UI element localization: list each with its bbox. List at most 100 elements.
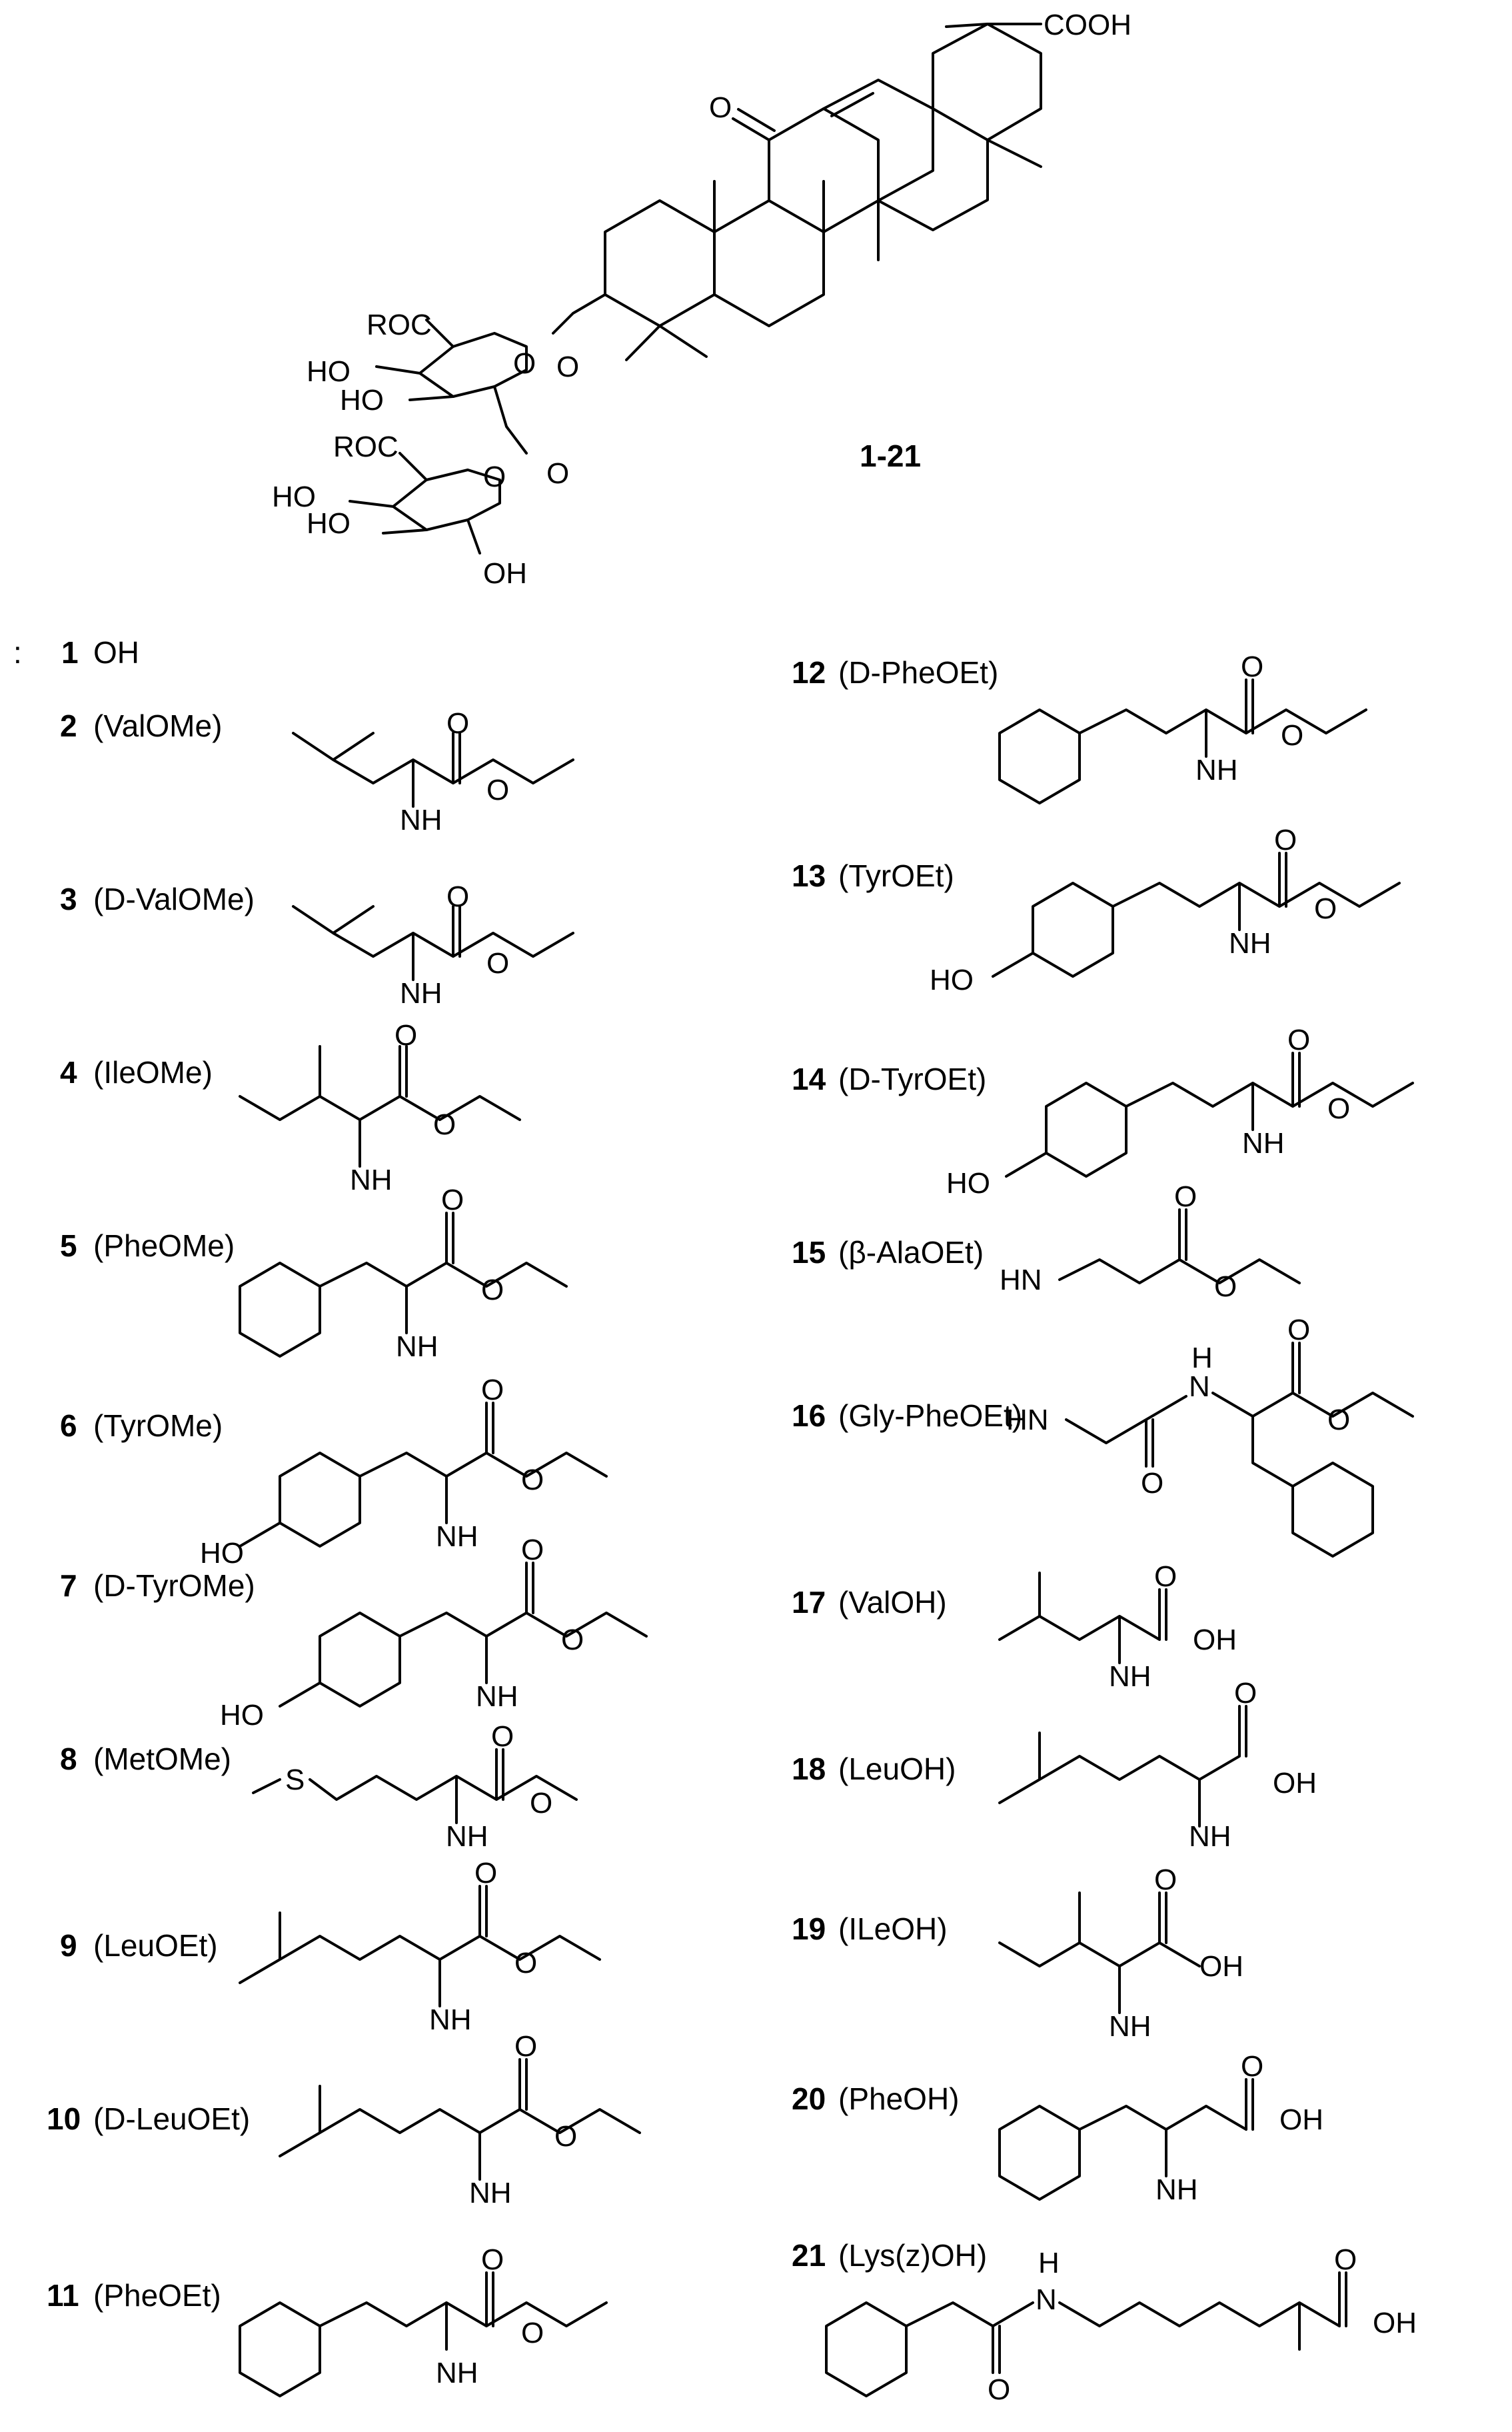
atom-nh: NH	[476, 1680, 518, 1713]
compound-1: 1 OH	[61, 635, 139, 670]
compound-number: 15	[792, 1235, 826, 1270]
compound-13: 13 (TyrOEt) O O NH HO	[792, 824, 1401, 996]
atom-h: H	[1038, 2247, 1060, 2279]
compound-17: 17 (ValOH) O OH NH	[792, 1560, 1237, 1693]
atom-o: O	[481, 1374, 504, 1406]
compound-name: (D-PheOEt)	[838, 655, 998, 690]
compound-number: 14	[792, 1062, 826, 1096]
atom-o: O	[481, 2243, 504, 2276]
atom-o: O	[446, 707, 469, 740]
compound-19: 19 (ILeOH) O OH NH	[792, 1863, 1243, 2043]
glycoside-o-label: O	[556, 351, 579, 383]
compound-name: (IleOMe)	[93, 1055, 213, 1090]
atom-ho: HO	[946, 1167, 990, 1200]
compound-name: (TyrOMe)	[93, 1408, 223, 1443]
compound-name: (ILeOH)	[838, 1911, 948, 1946]
cooh-label: COOH	[1044, 9, 1132, 41]
atom-o: O	[1327, 1404, 1350, 1436]
ring-o-lower-label: O	[483, 461, 506, 493]
compound-15: 15 (β-AlaOEt) O O HN	[792, 1180, 1301, 1303]
compound-name: (Gly-PheOEt)	[838, 1398, 1022, 1433]
ho-upper-1-label: HO	[307, 355, 351, 388]
compound-11: 11 (PheOEt) O O NH	[47, 2243, 608, 2397]
atom-o: O	[1241, 650, 1263, 683]
atom-o: O	[1327, 1092, 1350, 1125]
compound-name: (β-AlaOEt)	[838, 1235, 984, 1270]
compound-number: 3	[60, 882, 77, 916]
compound-number: 17	[792, 1585, 826, 1620]
compound-7: 7 (D-TyrOMe) O O NH HO	[60, 1534, 648, 1732]
ring-o-upper-label: O	[513, 347, 536, 380]
atom-n: N	[1189, 1370, 1210, 1403]
compound-4: 4 (IleOMe) O O NH	[60, 1019, 521, 1196]
compound-10: 10 (D-LeuOEt) O O NH	[47, 2030, 641, 2209]
compound-number: 18	[792, 1752, 826, 1786]
atom-nh: NH	[1189, 1820, 1231, 1853]
compound-20: 20 (PheOH) O OH NH	[792, 2050, 1323, 2206]
compound-number: 1	[61, 635, 79, 670]
atom-o: O	[433, 1108, 456, 1141]
compound-name: (D-LeuOEt)	[93, 2101, 250, 2136]
roc-upper-label: ROC	[367, 309, 432, 341]
atom-nh: NH	[1109, 1660, 1151, 1693]
compound-name: (PheOMe)	[93, 1228, 235, 1263]
atom-nh: NH	[1155, 2173, 1198, 2206]
compound-number: 20	[792, 2081, 826, 2116]
atom-o: O	[1334, 2243, 1357, 2276]
atom-n: N	[1036, 2283, 1057, 2316]
compound-2: 2 (ValOMe) O O NH	[60, 707, 574, 836]
ho-lower-2-label: HO	[307, 507, 351, 540]
compound-6: 6 (TyrOMe) O O NH HO	[60, 1374, 608, 1570]
atom-o: O	[561, 1624, 584, 1656]
atom-ho: HO	[220, 1699, 264, 1732]
atom-o: O	[1314, 892, 1337, 925]
atom-nh: NH	[350, 1164, 392, 1196]
compound-3: 3 (D-ValOMe) O O NH	[60, 880, 574, 1010]
compound-number: 6	[60, 1408, 77, 1443]
atom-o: O	[486, 774, 509, 806]
compound-18: 18 (LeuOH) O OH NH	[792, 1677, 1317, 1853]
ketone-o-label: O	[709, 91, 732, 124]
atom-o: O	[1154, 1560, 1177, 1593]
atom-oh: OH	[1279, 2103, 1323, 2136]
compound-name: (D-ValOMe)	[93, 882, 255, 916]
compound-name: (MetOMe)	[93, 1742, 231, 1776]
compound-number: 7	[60, 1568, 77, 1603]
atom-o: O	[481, 1274, 504, 1306]
atom-o: O	[1154, 1863, 1177, 1896]
colon-mark: :	[13, 635, 22, 670]
atom-o: O	[1241, 2050, 1263, 2083]
compound-name: (PheOEt)	[93, 2278, 221, 2313]
compound-name: OH	[93, 635, 139, 670]
atom-o: O	[446, 880, 469, 913]
ho-lower-1-label: HO	[272, 481, 316, 513]
compound-number: 5	[60, 1228, 77, 1263]
compound-number: 21	[792, 2238, 826, 2273]
atom-nh: NH	[396, 1330, 438, 1363]
compound-number: 2	[60, 708, 77, 743]
atom-nh: NH	[469, 2177, 512, 2209]
atom-o: O	[394, 1019, 417, 1052]
compound-21: 21 (Lys(z)OH) H N O O OH	[792, 2238, 1417, 2406]
atom-nh: NH	[436, 2357, 478, 2389]
atom-oh: OH	[1193, 1624, 1237, 1656]
atom-oh: OH	[1273, 1767, 1317, 1800]
atom-o: O	[1274, 824, 1297, 856]
compound-name: (Lys(z)OH)	[838, 2238, 987, 2273]
atom-nh: NH	[446, 1820, 488, 1853]
atom-o: O	[988, 2373, 1010, 2406]
atom-o: O	[1214, 1270, 1237, 1303]
compound-name: (D-TyrOEt)	[838, 1062, 986, 1096]
compound-8: 8 (MetOMe) S O O NH	[60, 1720, 578, 1853]
compound-name: (LeuOH)	[838, 1752, 956, 1786]
atom-nh: NH	[1242, 1127, 1285, 1160]
compound-name: (LeuOEt)	[93, 1928, 218, 1963]
compound-number: 13	[792, 858, 826, 893]
atom-nh: NH	[1109, 2010, 1151, 2043]
atom-nh: NH	[400, 804, 442, 836]
link-o-label: O	[546, 457, 569, 490]
atom-ho: HO	[930, 964, 974, 996]
compound-5: 5 (PheOMe) O O NH	[60, 1184, 568, 1363]
atom-o: O	[1287, 1024, 1310, 1056]
